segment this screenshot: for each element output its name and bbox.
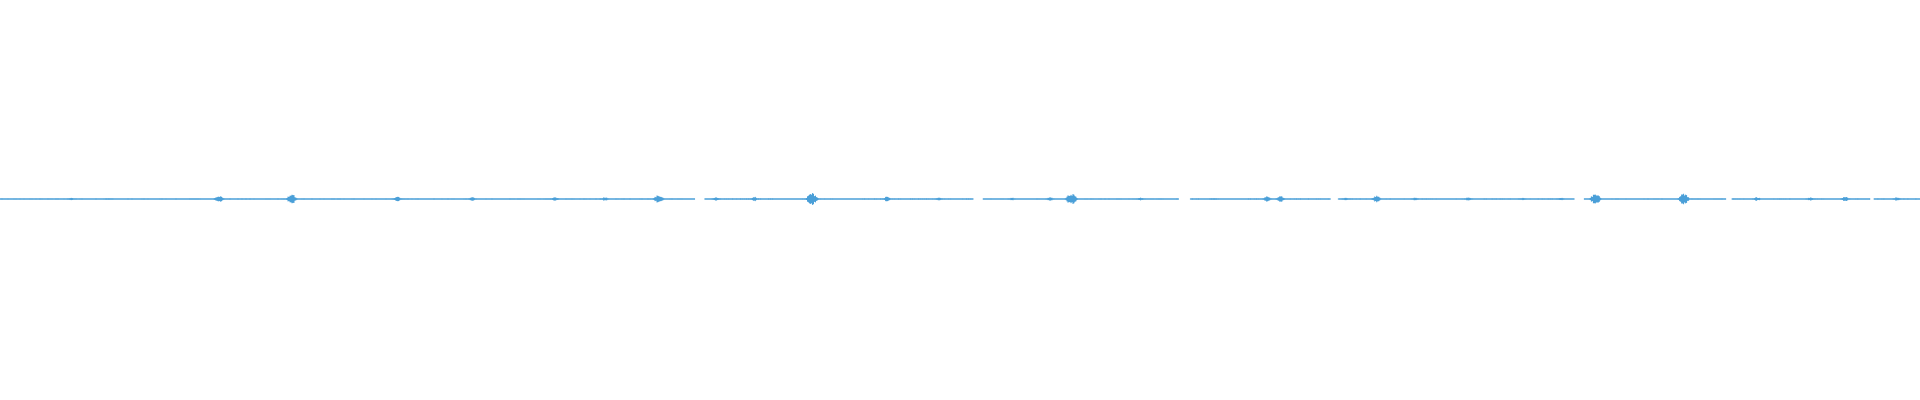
- waveform-burst-28: [1588, 194, 1602, 204]
- waveform-burst-2: [105, 198, 114, 200]
- waveform-burst-8: [600, 197, 610, 201]
- waveform-burst-14: [934, 197, 943, 201]
- waveform-burst-11: [749, 196, 759, 202]
- waveform-burst-10: [711, 197, 721, 201]
- waveform-texture-1: [0, 198, 695, 200]
- waveform-burst-31: [1805, 197, 1815, 201]
- waveform-burst-25: [1464, 197, 1474, 201]
- waveform-burst-9: [652, 195, 665, 203]
- waveform-burst-19: [1209, 198, 1218, 200]
- waveform-burst-4: [285, 194, 298, 204]
- waveform-burst-22: [1341, 197, 1350, 201]
- waveform-burst-5: [392, 196, 403, 202]
- waveform-segments: [0, 198, 1920, 200]
- waveform-bursts: [66, 193, 1902, 205]
- waveform-burst-6: [467, 197, 477, 201]
- waveform-burst-33: [1892, 197, 1902, 201]
- waveform-burst-30: [1752, 197, 1761, 201]
- waveform-burst-17: [1064, 193, 1078, 205]
- waveform-burst-3: [213, 196, 225, 202]
- waveform-burst-23: [1371, 195, 1382, 203]
- waveform-burst-18: [1136, 197, 1145, 201]
- waveform-burst-32: [1840, 196, 1850, 202]
- waveform-burst-1: [66, 197, 75, 201]
- waveform-burst-20: [1262, 196, 1273, 202]
- waveform-burst-13: [882, 196, 892, 202]
- waveform-burst-24: [1410, 197, 1419, 201]
- waveform-burst-16: [1045, 197, 1055, 201]
- waveform-burst-7: [550, 197, 560, 201]
- waveform-burst-12: [805, 193, 819, 205]
- waveform-burst-21: [1275, 196, 1286, 202]
- waveform-burst-27: [1556, 197, 1565, 201]
- waveform-burst-29: [1677, 193, 1691, 205]
- waveform-burst-26: [1518, 197, 1527, 201]
- waveform-burst-15: [1007, 197, 1016, 201]
